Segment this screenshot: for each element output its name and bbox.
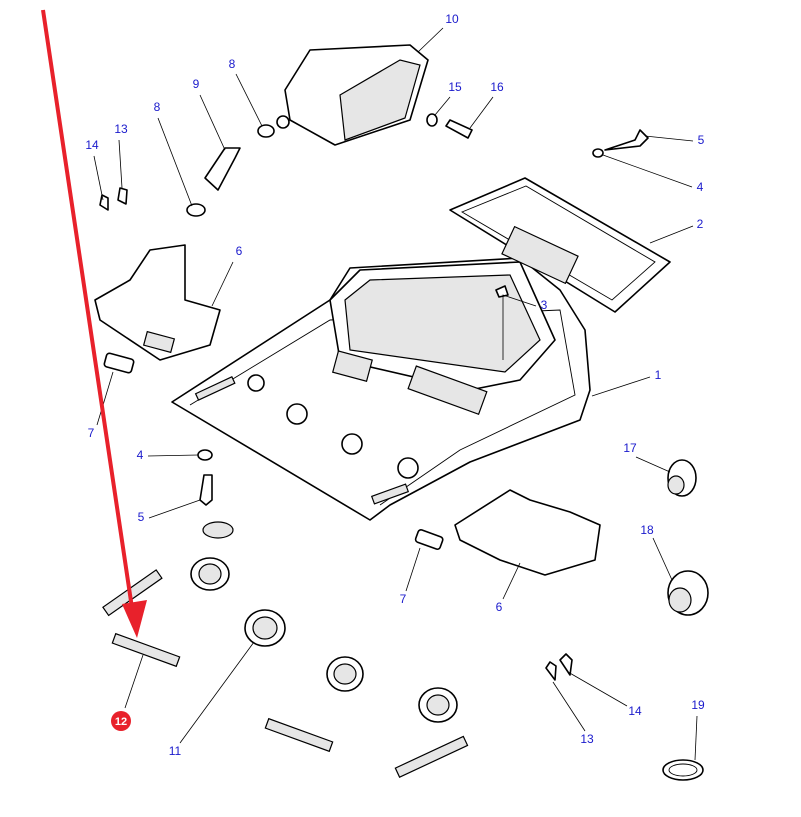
part-4-washer xyxy=(197,449,213,461)
vent-grilles xyxy=(102,569,469,778)
part-8-clamp xyxy=(186,203,206,217)
part-6-duct-left xyxy=(94,244,221,361)
part-5-screw xyxy=(604,129,649,151)
part-13-14-clips xyxy=(99,187,128,211)
part-6-duct-right xyxy=(454,489,601,576)
part-17-grommet xyxy=(667,459,697,497)
part-2-tray xyxy=(449,177,671,313)
callout-labels: 10 8 9 15 16 8 13 14 5 4 2 6 3 1 7 4 17 … xyxy=(85,12,705,758)
highlight-arrow xyxy=(41,9,147,638)
callout-17: 17 xyxy=(623,441,637,455)
air-vents xyxy=(190,521,458,723)
part-9-hose xyxy=(204,147,241,191)
part-4-washer xyxy=(592,148,604,158)
part-19-hose-clamp xyxy=(662,759,704,781)
callout-13: 13 xyxy=(114,122,128,136)
part-16-bolt xyxy=(445,119,473,139)
part-8-clamp xyxy=(257,124,275,138)
callout-19: 19 xyxy=(691,698,705,712)
callout-7: 7 xyxy=(400,592,407,606)
callout-13: 13 xyxy=(580,732,594,746)
part-7-seal-left xyxy=(103,352,135,374)
part-18-grommet xyxy=(667,570,709,616)
leader-lines xyxy=(93,27,698,761)
part-13-14-clips xyxy=(545,653,573,681)
callout-3: 3 xyxy=(541,298,548,312)
part-10-filter xyxy=(276,44,429,146)
callout-8: 8 xyxy=(154,100,161,114)
callout-7: 7 xyxy=(88,426,95,440)
callout-4: 4 xyxy=(137,448,144,462)
callout-12: 12 xyxy=(115,716,127,728)
callout-6: 6 xyxy=(236,244,243,258)
part-1-roof-panel xyxy=(171,257,591,521)
part-15-washer xyxy=(426,113,438,127)
highlight-badge xyxy=(111,711,131,731)
part-5-screw xyxy=(199,474,213,506)
callout-16: 16 xyxy=(490,80,504,94)
callout-1: 1 xyxy=(655,368,662,382)
callout-14: 14 xyxy=(85,138,99,152)
callout-18: 18 xyxy=(640,523,654,537)
callout-10: 10 xyxy=(445,12,459,26)
callout-9: 9 xyxy=(193,77,200,91)
callout-14: 14 xyxy=(628,704,642,718)
part-3-clip xyxy=(495,285,509,298)
callout-5: 5 xyxy=(138,510,145,524)
callout-6: 6 xyxy=(496,600,503,614)
callout-15: 15 xyxy=(448,80,462,94)
callout-11: 11 xyxy=(169,744,182,758)
part-7-seal-right xyxy=(414,529,444,551)
callout-5: 5 xyxy=(698,133,705,147)
callout-8: 8 xyxy=(229,57,236,71)
callout-2: 2 xyxy=(697,217,704,231)
callout-4: 4 xyxy=(697,180,704,194)
